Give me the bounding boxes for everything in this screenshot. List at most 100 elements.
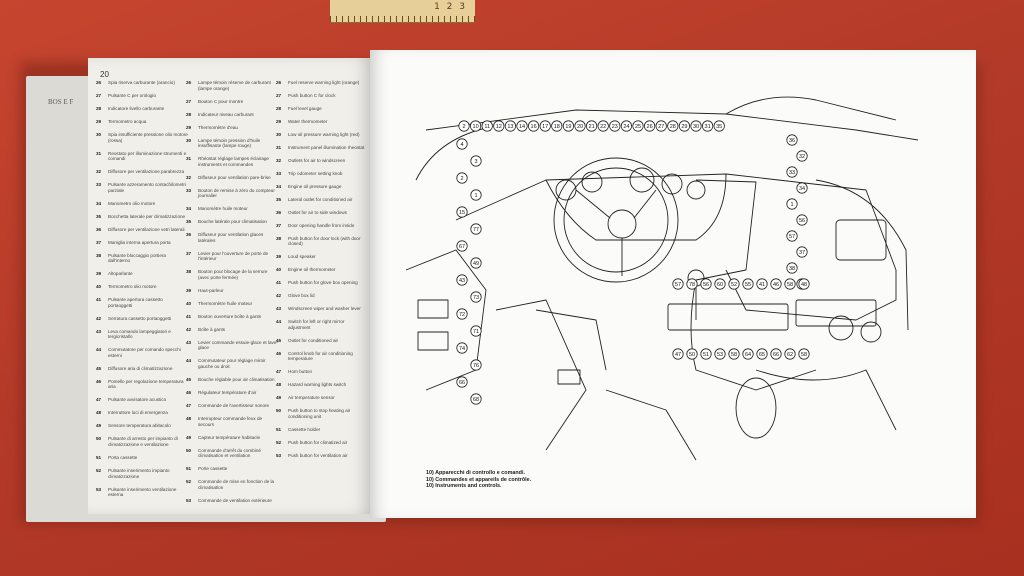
svg-text:65: 65 <box>759 352 765 358</box>
legend-item: 53 Pulsante inserimento ventilazione este… <box>96 487 188 498</box>
callout-number: 28 <box>667 120 679 132</box>
instrument-binnacle <box>545 173 727 241</box>
legend-item-text: Leva comando lampeggiatori e tergicrista… <box>108 328 171 340</box>
callout-number: 22 <box>597 120 609 132</box>
legend-item-number: 53 <box>96 486 102 492</box>
legend-item-number: 52 <box>276 439 282 445</box>
svg-text:76: 76 <box>473 363 479 369</box>
legend-item-number: 33 <box>96 182 102 188</box>
callout-number: 12 <box>493 120 505 132</box>
callout-number: 27 <box>655 120 667 132</box>
callout-number: 38 <box>786 262 798 274</box>
svg-text:55: 55 <box>745 282 751 288</box>
callout-number: 57 <box>786 230 798 242</box>
legend-item-text: Bouton ouverture boîte à gants <box>198 313 262 319</box>
legend-item-text: Thermomètre d'eau <box>198 124 238 130</box>
callout-number: 50 <box>686 348 698 360</box>
callout-number: 46 <box>770 278 782 290</box>
callout-number: 60 <box>714 278 726 290</box>
legend-item-number: 26 <box>276 80 282 85</box>
svg-text:78: 78 <box>689 282 695 288</box>
callout-number: 1 <box>786 198 798 210</box>
cup-holder-1 <box>828 315 854 341</box>
legend-item-number: 50 <box>276 408 282 414</box>
legend-item-number: 38 <box>186 269 192 275</box>
callout-number: 24 <box>620 120 632 132</box>
svg-text:49: 49 <box>473 261 479 267</box>
svg-text:11: 11 <box>484 124 490 130</box>
legend-item-text: Interruttore luci di emergenza <box>108 410 168 416</box>
legend-item-text: Porte cassette <box>198 466 228 472</box>
callout-number: 2 <box>458 120 470 132</box>
steering-wheel-rim <box>553 157 679 283</box>
seat-right <box>755 369 897 431</box>
seat-left <box>495 299 587 451</box>
legend-item-text: Interrupteur commande feux de secours <box>198 416 263 427</box>
legend-item-text: Pulsante inserimento impianto climatizza… <box>108 467 170 479</box>
callout-number: 72 <box>456 308 468 320</box>
svg-text:66: 66 <box>773 352 779 358</box>
gauge-5 <box>686 180 706 200</box>
callout-number: 18 <box>551 120 563 132</box>
callout-number: 56 <box>700 278 712 290</box>
callout-number: 30 <box>690 120 702 132</box>
svg-text:29: 29 <box>681 124 687 130</box>
legend-item-text: Pomello per regolazione temperatura aria <box>108 378 184 390</box>
caption-line-french: 10) Commandes et appareils de contrôle. <box>426 476 532 483</box>
legend-item-text: Indicatore livello carburante <box>108 105 165 111</box>
svg-text:15: 15 <box>459 210 465 216</box>
svg-text:21: 21 <box>589 124 595 130</box>
svg-text:10: 10 <box>473 124 479 130</box>
legend-item-text: Commande d'arrêt du combiné climatisatio… <box>198 447 261 459</box>
svg-text:77: 77 <box>473 227 479 233</box>
legend-item-number: 40 <box>276 267 282 273</box>
legend-item-text: Termometro olio motore <box>108 284 157 290</box>
legend-item-text: Bouton pour blocage de la serrure (avec … <box>198 269 268 280</box>
legend-item-number: 52 <box>96 467 102 473</box>
legend-item-number: 36 <box>186 232 192 238</box>
legend-item-number: 40 <box>186 300 192 306</box>
steering-wheel-inner <box>563 167 669 273</box>
legend-item-number: 30 <box>186 137 192 143</box>
legend-item-number: 47 <box>276 369 282 375</box>
legend-item-number: 46 <box>276 350 282 356</box>
legend-item-text: Commande de ventilation extérieure <box>198 497 272 503</box>
callout-number: 48 <box>798 278 810 290</box>
legend-item-number: 29 <box>186 124 192 130</box>
legend-item-text: Pulsante bloccaggio portiera dall'intern… <box>108 252 166 264</box>
svg-text:64: 64 <box>745 352 751 358</box>
svg-text:12: 12 <box>496 124 502 130</box>
callout-number: 37 <box>796 246 808 258</box>
legend-item-text: Pulsante inserimento ventilazione estern… <box>108 486 177 498</box>
legend-item-number: 36 <box>96 226 102 232</box>
legend-item-number: 38 <box>96 252 102 258</box>
legend-item-text: Loud speaker <box>288 254 316 260</box>
callout-number: 51 <box>700 348 712 360</box>
legend-item-text: Porta cassette <box>108 454 138 460</box>
legend-item-text: Push button for climatized air <box>288 439 348 445</box>
legend-item-number: 41 <box>96 297 102 303</box>
legend-item-number: 46 <box>186 390 192 396</box>
legend-item-text: Diffusore per ventilazione vetri lateral… <box>108 226 185 232</box>
callout-number: 1 <box>470 189 482 201</box>
callout-number: 77 <box>470 223 482 235</box>
cup-holder-2 <box>860 321 882 343</box>
svg-text:52: 52 <box>731 282 737 288</box>
back-page-fragment: BOS E F <box>48 98 74 106</box>
